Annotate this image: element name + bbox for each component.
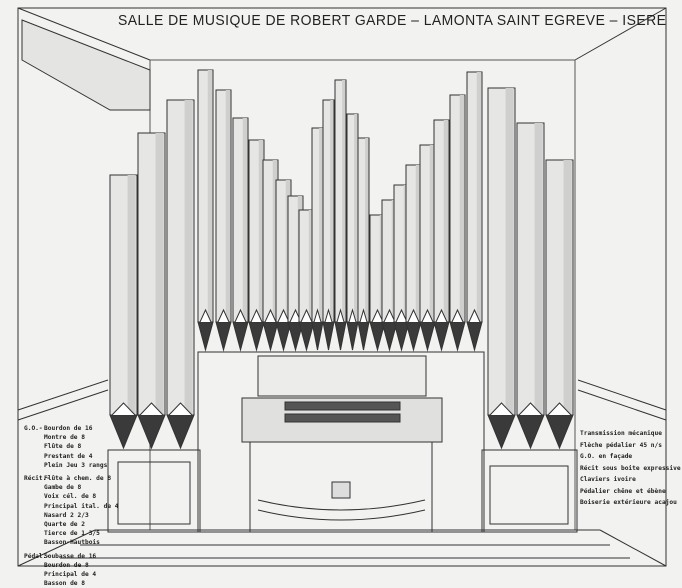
division-label — [24, 461, 44, 470]
pipe-foot — [262, 321, 279, 352]
pipe-foot — [215, 321, 232, 352]
note-line: Claviers ivoire — [580, 476, 636, 483]
pipe-foot — [232, 321, 249, 352]
pipe-foot — [166, 414, 195, 450]
ceiling-left-line — [17, 7, 151, 61]
division-label — [24, 452, 44, 461]
stop-name: Soubasse de 16 — [44, 552, 97, 560]
stop-row: G.O.-Bourdon de 16 — [24, 424, 119, 433]
pipe-foot — [433, 321, 450, 352]
stop-name: Tierce de 1 3/5 — [44, 530, 100, 538]
division-label — [24, 442, 44, 451]
stop-row: Gambe de 8 — [24, 483, 119, 492]
left-tower-base — [107, 449, 201, 533]
division-label: G.O.- — [24, 425, 43, 432]
stop-row: Nasard 2 2/3 — [24, 511, 119, 520]
pipe-foot — [357, 321, 370, 351]
division-label — [24, 561, 44, 570]
stop-row: Principal ital. de 4 — [24, 502, 119, 511]
stop-name: Basson-Hautbois — [44, 539, 100, 547]
stop-row: Flûte de 8 — [24, 442, 119, 451]
stop-name: Prestant de 4 — [44, 452, 93, 460]
division-label — [24, 538, 44, 547]
pipe-foot — [322, 321, 335, 351]
note-line: Boiserie extérieure acajou — [580, 499, 677, 506]
pipe-foot — [137, 414, 166, 450]
stop-name: Flûte à chem. de 8 — [44, 475, 112, 483]
stop-name: Bourdon de 8 — [44, 561, 89, 569]
note-line: Pédalier chêne et ébène — [580, 487, 666, 495]
stop-row: Récit.-Flûte à chem. de 8 — [24, 474, 119, 483]
pipe-foot — [545, 414, 574, 450]
stop-name: Voix cél. de 8 — [44, 493, 97, 501]
right-tower-base — [481, 449, 578, 533]
stop-name: Principal de 4 — [44, 571, 97, 579]
pipe-foot — [334, 321, 347, 351]
organ-drawing — [17, 7, 667, 567]
ceiling-beam — [21, 19, 151, 111]
stop-name: Basson de 8 — [44, 580, 85, 588]
pipe-foot — [449, 321, 466, 352]
pipe-foot — [311, 321, 324, 351]
stop-name: Quarte de 2 — [44, 521, 85, 529]
stop-row: Bourdon de 8 — [24, 561, 119, 570]
stop-row: Montre de 8 — [24, 433, 119, 442]
stop-name: Principal ital. de 4 — [44, 502, 119, 510]
pipe-foot — [487, 414, 516, 450]
stop-name: Bourdon de 16 — [44, 425, 93, 432]
pipe-foot — [466, 321, 483, 352]
stop-row: Principal de 4 — [24, 570, 119, 579]
division-label — [24, 492, 44, 501]
note-line: Récit sous boite expressive — [580, 464, 681, 472]
stop-name: Flûte de 8 — [44, 443, 82, 451]
division-label — [24, 529, 44, 538]
stop-name: Montre de 8 — [44, 434, 85, 442]
division-label — [24, 579, 44, 588]
stop-name: Gambe de 8 — [44, 484, 82, 492]
pipe-foot — [197, 321, 214, 352]
pipe-foot — [248, 321, 265, 352]
stop-name: Nasard 2 2/3 — [44, 511, 89, 519]
division-label — [24, 483, 44, 492]
pipe-foot — [298, 321, 315, 352]
division-label — [24, 511, 44, 520]
stop-row: Voix cél. de 8 — [24, 492, 119, 501]
stop-row: Tierce de 1 3/5 — [24, 529, 119, 538]
pipe-facade — [109, 69, 574, 450]
stop-row: Quarte de 2 — [24, 520, 119, 529]
stop-row: Basson de 8 — [24, 579, 119, 588]
division-label — [24, 433, 44, 442]
division-label — [24, 520, 44, 529]
pipe-foot — [516, 414, 545, 450]
stop-name: Plein Jeu 3 rangs — [44, 461, 108, 469]
division-label: Pédal.- — [24, 552, 51, 560]
stop-row: Pédal.-Soubasse de 16 — [24, 552, 119, 561]
pipe-foot — [346, 321, 359, 351]
note-line: Flèche pédalier 45 n/s — [580, 441, 662, 449]
pipe-foot — [405, 321, 422, 352]
division-label — [24, 570, 44, 579]
note-line: G.O. en façade — [580, 453, 633, 460]
frame-border — [17, 7, 667, 567]
division-label — [24, 502, 44, 511]
stop-row: Plein Jeu 3 rangs — [24, 461, 119, 470]
bench — [331, 481, 351, 499]
stop-row: Prestant de 4 — [24, 452, 119, 461]
pedalboard — [257, 499, 426, 511]
drawing-title: SALLE DE MUSIQUE DE ROBERT GARDE – LAMON… — [118, 12, 667, 29]
division-label: Récit.- — [24, 475, 51, 483]
stop-row: Basson-Hautbois — [24, 538, 119, 547]
pipe-foot — [419, 321, 436, 352]
note-line: Transmission mécanique — [580, 430, 662, 437]
